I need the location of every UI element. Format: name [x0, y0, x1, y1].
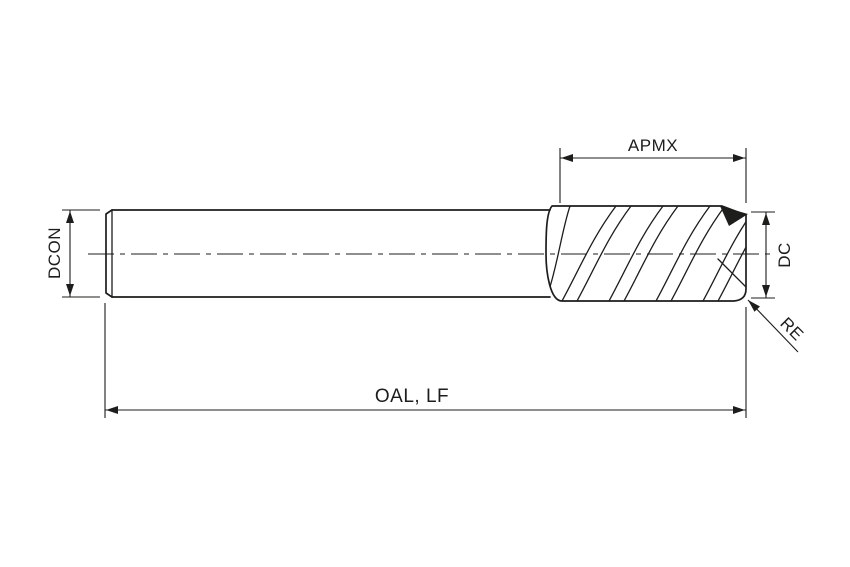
dcon-arrow-bottom: [66, 284, 74, 296]
dcon-label: DCON: [45, 227, 64, 279]
helix-line: [670, 206, 726, 301]
apmx-dimension: APMX: [559, 136, 747, 203]
helix-line: [702, 206, 746, 301]
re-arrow: [748, 300, 760, 312]
flute-outline: [545, 205, 747, 302]
apmx-arrow-left: [561, 154, 573, 162]
helix-line: [623, 206, 679, 301]
helix-line: [717, 206, 746, 301]
oal-label: OAL, LF: [375, 386, 449, 407]
dc-label: DC: [775, 242, 794, 268]
dc-arrow-top: [762, 213, 770, 225]
apmx-arrow-right: [733, 154, 745, 162]
re-leader: RE: [747, 299, 807, 353]
end-tooth-edge: [717, 258, 746, 288]
dcon-dimension: DCON: [45, 209, 100, 298]
helix-line: [655, 206, 711, 301]
dc-arrow-bottom: [762, 285, 770, 297]
oal-arrow-left: [106, 406, 118, 414]
apmx-label: APMX: [628, 136, 678, 155]
helix-line: [561, 206, 617, 301]
oal-dimension: OAL, LF: [104, 303, 747, 418]
shank-left-chamfer: [105, 209, 113, 298]
flute-section: [545, 205, 748, 302]
helix-lines: [548, 206, 746, 301]
dcon-arrow-top: [66, 211, 74, 223]
dc-dimension: DC: [751, 211, 794, 299]
helix-line: [608, 206, 664, 301]
shank-outline: [105, 209, 551, 298]
end-tooth-face: [720, 206, 748, 226]
re-label: RE: [776, 314, 807, 345]
helix-line: [576, 206, 632, 301]
helix-line: [548, 206, 571, 291]
oal-arrow-right: [733, 406, 745, 414]
